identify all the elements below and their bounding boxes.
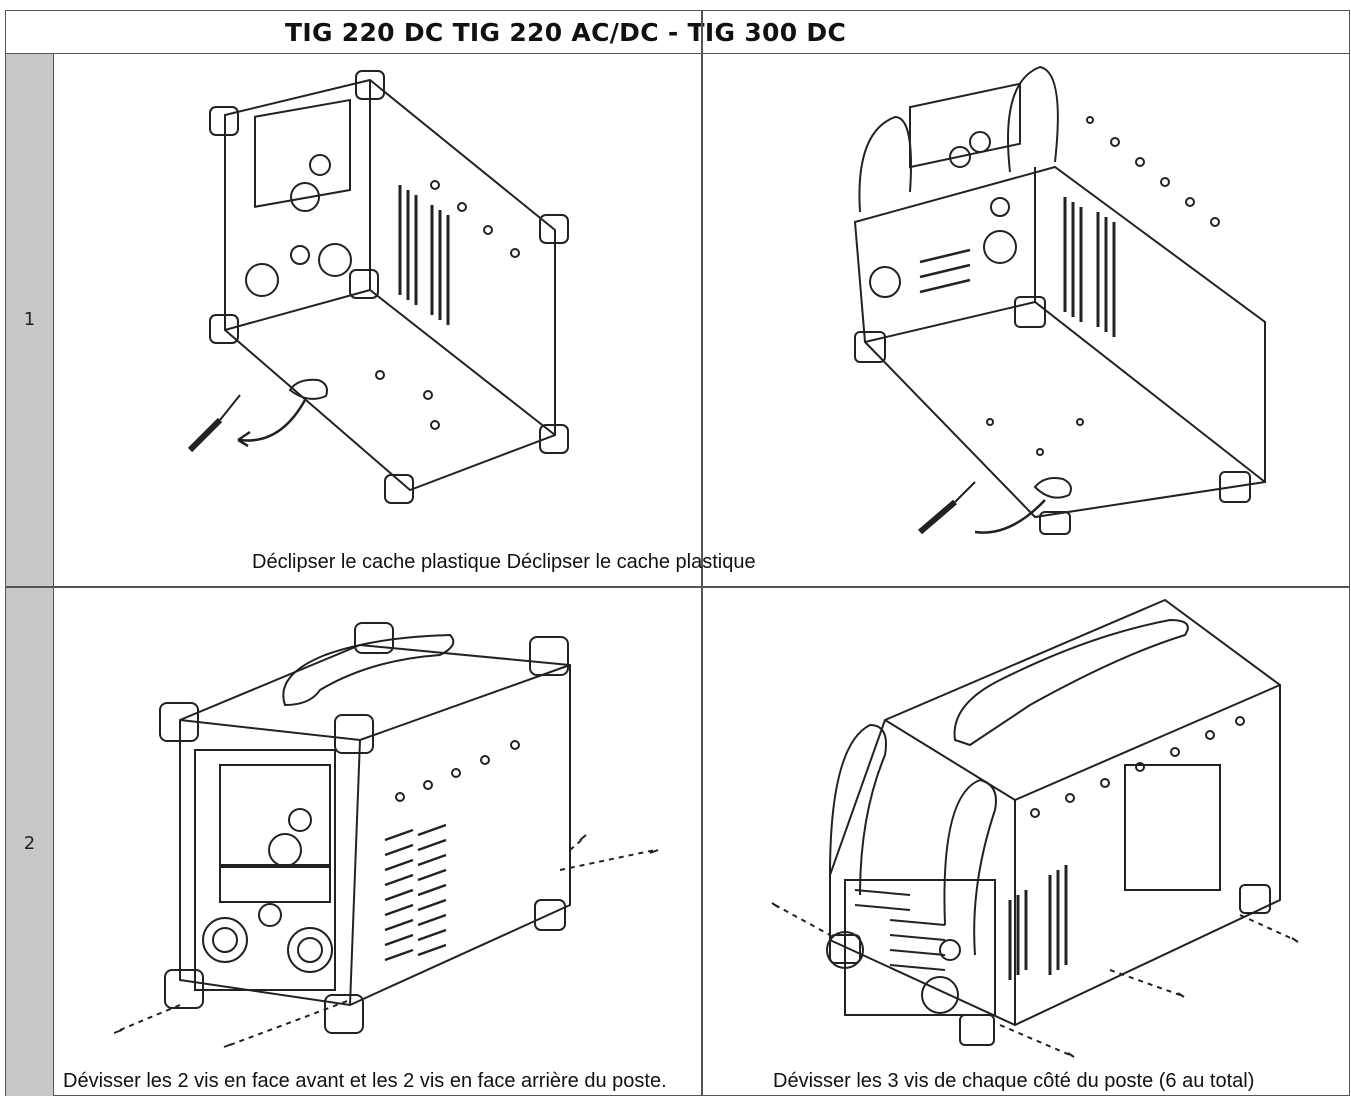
step-2-caption-left: Dévisser les 2 vis en face avant et les … <box>63 1070 667 1092</box>
step-number-1: 1 <box>23 309 36 330</box>
header-row: TIG 220 DC TIG 220 AC/DC - TIG 300 DC <box>5 10 1350 54</box>
column-divider <box>701 10 703 1096</box>
welder-underside-small-icon <box>180 65 580 515</box>
table-frame <box>5 10 1350 1096</box>
step-1-caption: Déclipser le cache plastique Déclipser l… <box>252 551 756 573</box>
step-number-cell-2: 2 <box>6 588 54 1096</box>
step-number-2: 2 <box>23 833 36 854</box>
welder-front-screws-icon <box>110 615 660 1055</box>
page-title: TIG 220 DC TIG 220 AC/DC - TIG 300 DC <box>285 18 847 47</box>
row-divider <box>5 586 1350 588</box>
step-number-cell-1: 1 <box>6 54 54 586</box>
welder-side-screws-icon <box>770 595 1300 1060</box>
welder-underside-large-icon <box>840 62 1280 537</box>
step-2-caption-right: Dévisser les 3 vis de chaque côté du pos… <box>773 1070 1255 1092</box>
